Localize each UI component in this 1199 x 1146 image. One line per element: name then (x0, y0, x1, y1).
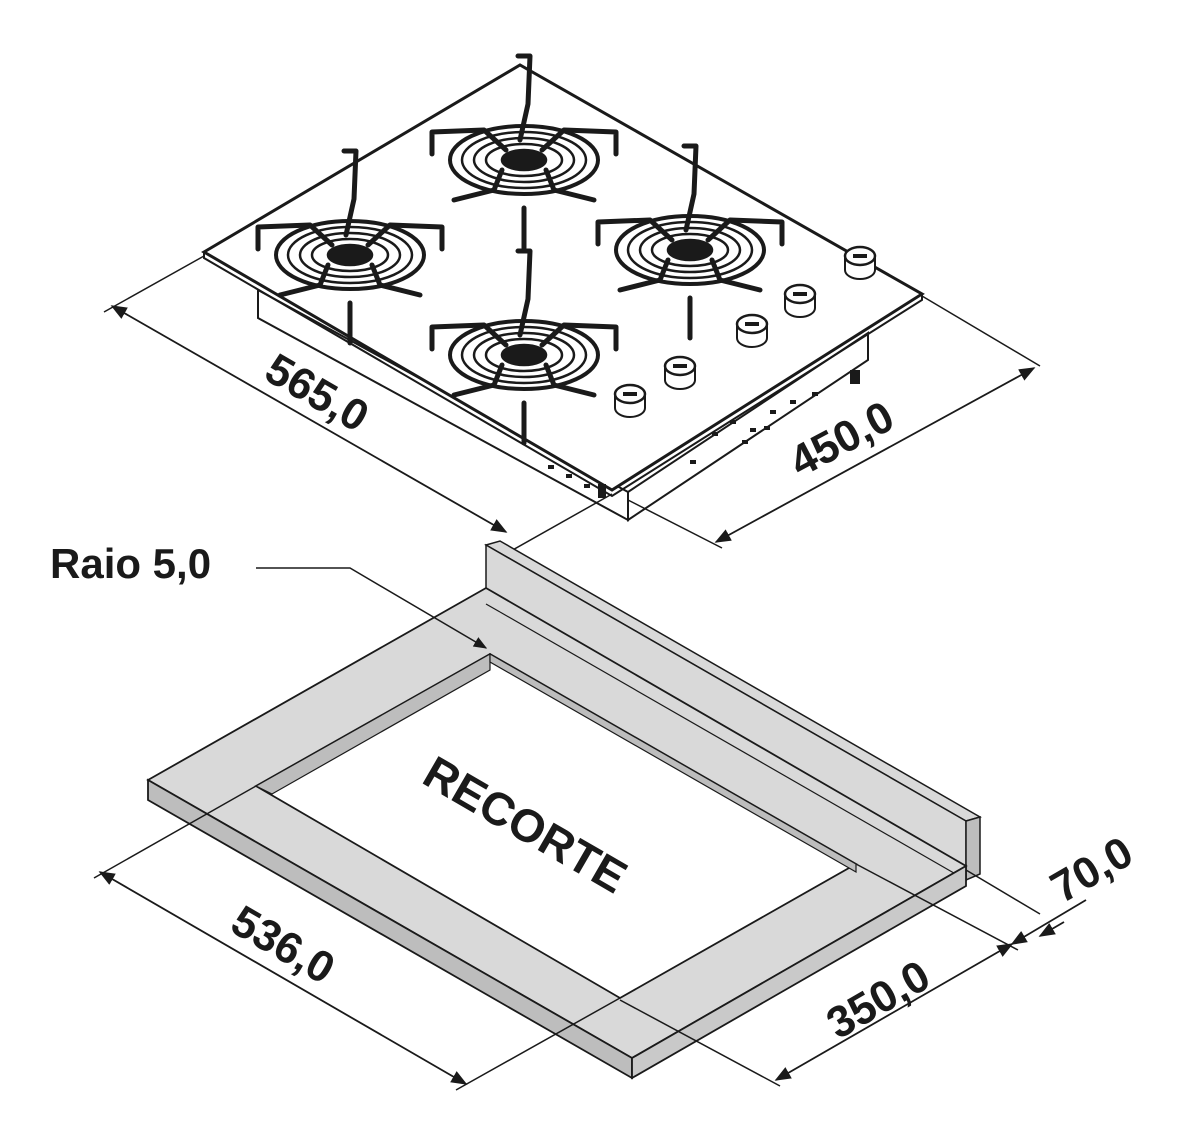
grate-arm (617, 257, 671, 293)
backsplash-end (965, 816, 981, 882)
vent-hole (764, 426, 770, 430)
vent-hole (584, 484, 590, 488)
grate-arm (705, 217, 785, 247)
grate-arm (515, 53, 533, 143)
vent-hole (548, 465, 554, 469)
vent-hole (730, 420, 736, 424)
cutout-inner-edge (254, 652, 491, 795)
grate-arm (429, 127, 509, 157)
backsplash-offset-dimension: 70,0 (965, 827, 1142, 945)
cutout-depth-label: 350,0 (819, 951, 939, 1048)
cutout-width-label: 536,0 (223, 896, 343, 993)
vent-hole (750, 428, 756, 432)
vent-hole (566, 474, 572, 478)
control-knob-icon[interactable] (735, 313, 769, 348)
grate-arm (451, 167, 505, 203)
grate-arm (543, 167, 597, 203)
hob-foot (598, 484, 606, 498)
grate-arm (365, 222, 445, 252)
grate-arm (539, 322, 619, 352)
vent-hole (770, 410, 776, 414)
control-knob-icon[interactable] (843, 245, 877, 280)
grate-arm (543, 362, 597, 398)
cutout-label: RECORTE (415, 746, 636, 903)
grate-arm (341, 148, 359, 238)
control-knob-icon[interactable] (613, 383, 647, 418)
grate-arm (595, 217, 675, 247)
hob-foot (850, 370, 860, 384)
vent-hole (790, 400, 796, 404)
backsplash-offset-label: 70,0 (1043, 827, 1142, 912)
control-knob-icon[interactable] (663, 355, 697, 390)
radius-callout: Raio 5,0 (50, 540, 488, 649)
countertop: RECORTE (146, 540, 982, 1080)
vent-hole (690, 460, 696, 464)
control-knob-icon[interactable] (783, 283, 817, 318)
burner-icon (429, 53, 619, 251)
grate-arm (539, 127, 619, 157)
radius-label: Raio 5,0 (50, 540, 211, 587)
vent-hole (812, 392, 818, 396)
vent-hole (712, 432, 718, 436)
burner-icon (595, 143, 785, 341)
grate-arm (515, 248, 533, 338)
grate-arm (369, 262, 423, 298)
control-knobs (613, 245, 877, 418)
grate-arm (277, 262, 331, 298)
cutout-inner-edge (489, 652, 857, 874)
vent-hole (742, 440, 748, 444)
grate-arm (255, 222, 335, 252)
grate-arm (709, 257, 763, 293)
grate-arm (681, 143, 699, 233)
